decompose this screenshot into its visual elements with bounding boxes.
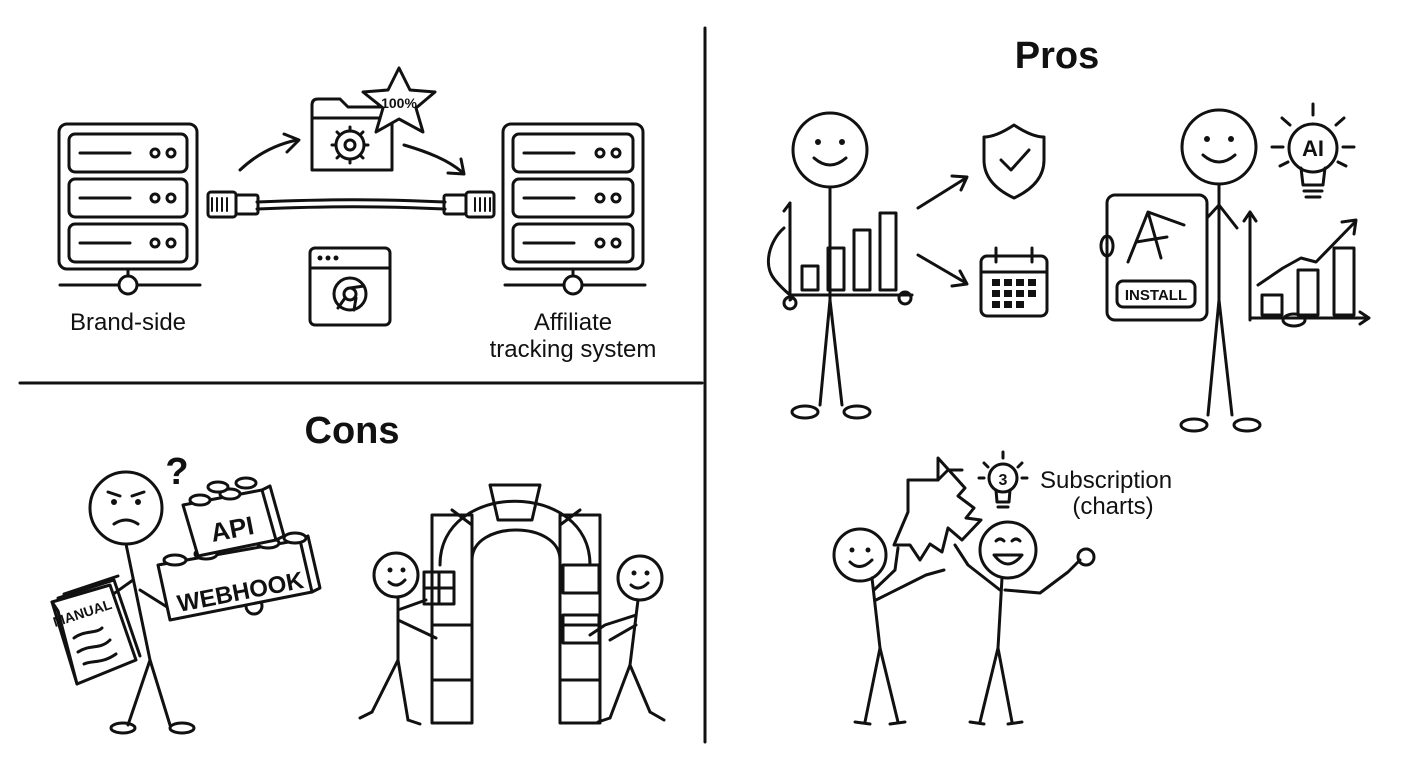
cons-panel: Cons ? MANUAL xyxy=(50,410,666,735)
small-bulb-number: 3 xyxy=(999,472,1008,489)
question-mark: ? xyxy=(165,451,188,493)
arch-builder-right-icon xyxy=(588,554,666,724)
arch-builder-left-icon xyxy=(358,551,456,726)
friend-right-icon xyxy=(953,520,1096,726)
idea-bulb-icon: AI xyxy=(1270,102,1356,199)
small-bulb-icon: 3 xyxy=(977,450,1029,509)
network-cable-icon xyxy=(206,190,496,219)
flow-arrow-icon xyxy=(238,132,466,176)
app-figure-icon xyxy=(1179,108,1262,433)
stone-arch-icon xyxy=(430,483,602,725)
affiliate-label-line1: Affiliate xyxy=(534,309,612,336)
star-badge-text: 100% xyxy=(381,95,417,111)
friend-left-icon xyxy=(832,527,946,726)
affiliate-server-icon xyxy=(501,122,647,296)
pros-panel: Pros xyxy=(766,35,1371,726)
brand-server-icon xyxy=(57,122,202,296)
subscription-label-line2: (charts) xyxy=(1072,493,1153,520)
pros-heading: Pros xyxy=(1015,35,1099,77)
confused-figure-icon: ? xyxy=(88,451,264,735)
shield-check-icon xyxy=(982,123,1046,200)
subscription-label-line1: Subscription xyxy=(1040,467,1172,494)
presenter-figure-icon xyxy=(766,111,914,420)
puzzle-arrow-icon xyxy=(892,456,983,562)
branch-arrow-icon xyxy=(916,174,969,288)
growth-chart-icon xyxy=(1242,210,1371,328)
settings-folder-icon xyxy=(310,97,394,172)
affiliate-label-line2: tracking system xyxy=(490,336,657,363)
calendar-icon xyxy=(979,246,1049,318)
install-button-text: INSTALL xyxy=(1125,287,1187,304)
cons-heading: Cons xyxy=(305,410,400,452)
ai-bulb-text: AI xyxy=(1302,136,1324,161)
browser-window-icon xyxy=(308,246,392,327)
panel-dividers xyxy=(18,26,707,744)
api-webhook-bricks-icon: WEBHOOK API xyxy=(156,476,322,622)
brand-side-label: Brand-side xyxy=(70,309,186,336)
star-badge-icon: 100% xyxy=(361,66,437,134)
app-tablet-icon: INSTALL xyxy=(1099,193,1209,322)
manual-book-icon: MANUAL xyxy=(50,574,142,686)
integration-panel: Brand-side Affiliate tracking system xyxy=(57,66,657,363)
